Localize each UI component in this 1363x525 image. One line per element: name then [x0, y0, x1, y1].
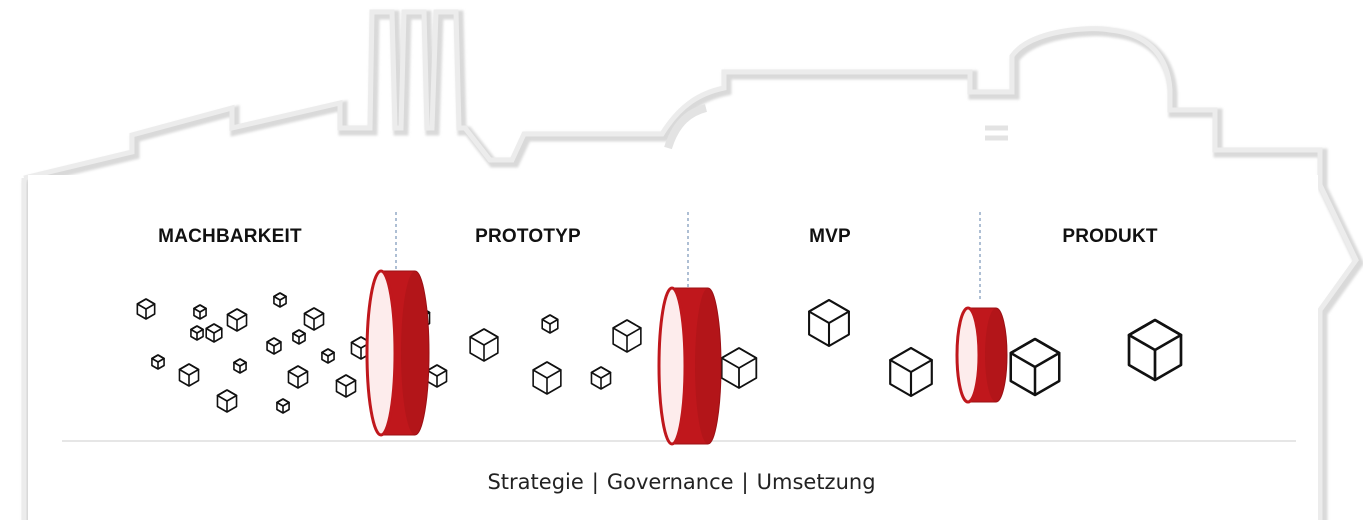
- gates: [365, 269, 1008, 446]
- cube-icon: [612, 319, 642, 353]
- cube-icon: [205, 323, 223, 343]
- footer-separator: |: [591, 470, 599, 494]
- cube-icon: [1127, 318, 1183, 382]
- stage-label-mvp: MVP: [809, 226, 851, 247]
- cube-icon: [193, 304, 207, 320]
- cube-icon: [287, 365, 309, 389]
- stage-label-produkt: PRODUKT: [1062, 226, 1158, 247]
- cube-icon: [532, 361, 562, 395]
- cube-icon: [426, 364, 448, 388]
- cube-field-front: [1009, 318, 1183, 397]
- cube-icon: [273, 292, 287, 308]
- cube-icon: [1009, 337, 1061, 397]
- cube-icon: [276, 398, 290, 414]
- cube-icon: [889, 346, 933, 398]
- cube-icon: [720, 347, 758, 389]
- stage-label-prototyp: PROTOTYP: [475, 226, 581, 247]
- footer-item-governance: Governance: [606, 470, 734, 494]
- cube-icon: [590, 366, 612, 390]
- cube-icon: [303, 307, 325, 331]
- cube-icon: [136, 298, 156, 320]
- cube-icon: [151, 354, 165, 370]
- gate-cylinder-icon: [657, 286, 722, 446]
- cube-icon: [541, 314, 559, 334]
- cube-icon: [335, 374, 357, 398]
- gate-cylinder-icon: [955, 306, 1008, 404]
- stage-label-machbarkeit: MACHBARKEIT: [158, 226, 302, 247]
- footer-tagline: Strategie | Governance | Umsetzung: [0, 470, 1363, 494]
- cube-icon: [233, 358, 247, 374]
- gate-cylinder-icon: [365, 269, 430, 437]
- footer-item-strategie: Strategie: [487, 470, 584, 494]
- cube-icon: [321, 348, 335, 364]
- cube-icon: [292, 329, 306, 345]
- footer-item-umsetzung: Umsetzung: [756, 470, 876, 494]
- footer-separator: |: [741, 470, 749, 494]
- cube-icon: [216, 389, 238, 413]
- cube-icon: [469, 328, 499, 362]
- cube-icon: [178, 363, 200, 387]
- cube-icon: [190, 325, 204, 341]
- cube-icon: [226, 308, 248, 332]
- cube-icon: [808, 298, 850, 348]
- cube-icon: [266, 337, 282, 355]
